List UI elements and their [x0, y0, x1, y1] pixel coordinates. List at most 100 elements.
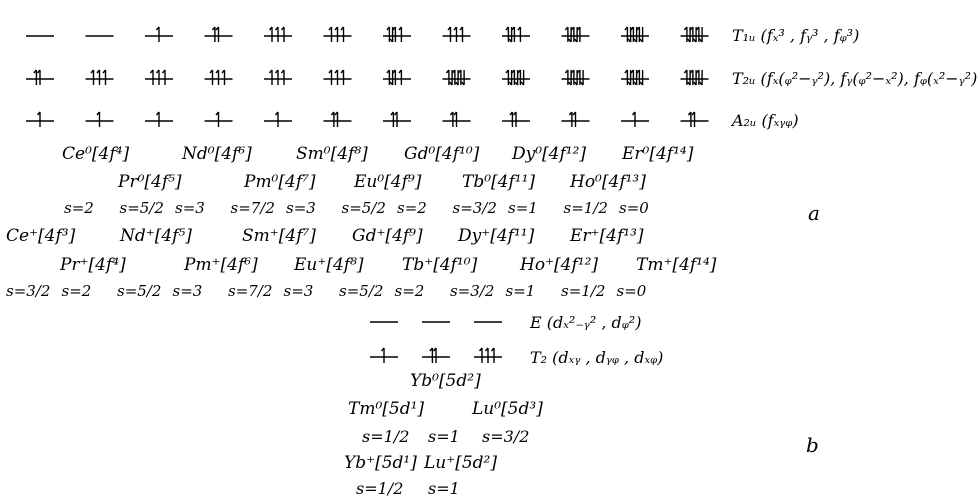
ion-config-ho: Ho⁺[4f¹²] [519, 255, 598, 275]
neutral-config-nd: Nd⁰[4f⁶] [181, 144, 252, 164]
t2-row-label: T₂ (dₓᵧ , dᵧᵩ , dₓᵩ) [530, 348, 663, 367]
neutral-config-pr: Pr⁰[4f⁵] [117, 172, 182, 192]
level-t1u-col-4 [204, 26, 233, 42]
level-a2u-col-4 [204, 111, 233, 127]
level-t1u-col-8 [442, 26, 471, 42]
level-a2u-col-7 [383, 111, 411, 127]
level-a2u-col-6 [323, 111, 352, 127]
neutral-config-eu: Eu⁰[4f⁹] [353, 172, 422, 192]
neutral-config-sm: Sm⁰[4f⁸] [296, 144, 368, 164]
neutral-config-gd: Gd⁰[4f¹⁰] [404, 144, 480, 164]
neutral-config-ho: Ho⁰[4f¹³] [569, 172, 646, 192]
b-config-lu-ion: Lu⁺[5d²] [423, 453, 497, 473]
level-t2-col-2 [422, 347, 450, 363]
ion-config-tb: Tb⁺[4f¹⁰] [402, 255, 478, 275]
neutral-spin-4: s=7/2 [231, 199, 275, 217]
neutral-config-tb: Tb⁰[4f¹¹] [462, 172, 535, 192]
level-t2-col-3 [474, 347, 502, 363]
level-t2u-col-11 [621, 69, 649, 86]
ion-spin-3: s=5/2 [117, 282, 161, 300]
level-t2u-col-10 [561, 69, 590, 86]
ion-spin-10: s=1 [506, 282, 536, 300]
level-t2u-col-2 [85, 69, 114, 85]
level-a2u-col-12 [680, 111, 709, 127]
level-t2u-col-12 [680, 69, 709, 86]
level-t2u-col-3 [145, 69, 173, 85]
ion-config-pm: Pm⁺[4f⁶] [183, 255, 258, 275]
neutral-spin-3: s=3 [175, 199, 205, 217]
level-a2u-col-5 [264, 111, 292, 127]
ion-config-gd: Gd⁺[4f⁹] [352, 226, 423, 246]
level-a2u-col-9 [502, 111, 530, 127]
b-config-lu0: Lu⁰[5d³] [471, 399, 543, 419]
a2u-row-label: A₂ᵤ (fₓᵧᵩ) [730, 111, 799, 130]
neutral-config-dy: Dy⁰[4f¹²] [511, 144, 586, 164]
ion-config-nd: Nd⁺[4f⁵] [119, 226, 192, 246]
b-spin-1: s=1/2 [362, 427, 409, 446]
level-t2u-col-9 [502, 69, 530, 86]
level-t1u-col-10 [561, 26, 590, 43]
t2u-row-label: T₂ᵤ (fₓ(ᵩ²−ᵧ²), fᵧ(ᵩ²−ₓ²), fᵩ(ₓ²−ᵧ²) [732, 69, 977, 88]
neutral-spin-11: s=0 [619, 199, 649, 217]
level-t2u-col-4 [204, 69, 233, 85]
level-t1u-col-3 [145, 26, 173, 42]
b-spin-2: s=1 [428, 427, 460, 446]
level-a2u-col-2 [85, 111, 114, 127]
ion-config-pr: Pr⁺[4f⁴] [59, 255, 126, 275]
level-a2u-col-11 [621, 111, 649, 127]
ion-spin-5: s=7/2 [228, 282, 272, 300]
panel-a-label: a [808, 201, 820, 225]
b-spin-ion-2: s=1 [428, 479, 460, 498]
neutral-config-pm: Pm⁰[4f⁷] [243, 172, 316, 192]
e-row-label: E (dₓ²₋ᵧ² , dᵩ²) [529, 313, 641, 332]
panel-a-orbital-levels [26, 26, 709, 127]
neutral-spin-10: s=1/2 [564, 199, 608, 217]
level-t1u-col-12 [680, 26, 709, 43]
b-panel-label: b [806, 433, 819, 457]
level-a2u-col-8 [442, 111, 471, 127]
ion-spin-4: s=3 [173, 282, 203, 300]
level-t2u-col-5 [264, 69, 292, 85]
ion-spin-7: s=5/2 [339, 282, 383, 300]
level-t2u-col-7 [383, 69, 411, 86]
level-t2u-col-6 [323, 69, 352, 85]
ion-spin-11: s=1/2 [561, 282, 605, 300]
neutral-spin-5: s=3 [286, 199, 316, 217]
t1u-row-label: T₁ᵤ (fₓ³ , fᵧ³ , fᵩ³) [732, 26, 859, 45]
level-t1u-col-11 [621, 26, 649, 43]
neutral-config-ce: Ce⁰[4f⁴] [62, 144, 129, 164]
level-t2u-col-1 [26, 69, 54, 85]
level-t1u-col-9 [502, 26, 530, 43]
neutral-spin-9: s=1 [508, 199, 538, 217]
b-spin-ion-1: s=1/2 [356, 479, 403, 498]
ion-spin-8: s=2 [395, 282, 425, 300]
b-spin-3: s=3/2 [482, 427, 529, 446]
neutral-config-er: Er⁰[4f¹⁴] [621, 144, 694, 164]
panel-b-orbital-levels [370, 321, 502, 363]
b-config-yb0: Yb⁰[5d²] [410, 371, 481, 391]
level-t2-col-1 [370, 347, 398, 363]
ion-spin-2: s=2 [62, 282, 92, 300]
b-config-yb-ion: Yb⁺[5d¹] [344, 453, 417, 473]
ion-spin-6: s=3 [284, 282, 314, 300]
b-config-tm0: Tm⁰[5d¹] [348, 399, 424, 419]
level-a2u-col-3 [145, 111, 173, 127]
ion-config-er: Er⁺[4f¹³] [569, 226, 644, 246]
neutral-spin-7: s=2 [397, 199, 427, 217]
ion-spin-1: s=3/2 [6, 282, 50, 300]
ion-spin-9: s=3/2 [450, 282, 494, 300]
level-t1u-col-7 [383, 26, 411, 43]
ion-config-sm: Sm⁺[4f⁷] [242, 226, 316, 246]
level-t2u-col-8 [442, 69, 471, 86]
level-a2u-col-10 [561, 111, 590, 127]
neutral-spin-2: s=5/2 [120, 199, 164, 217]
ion-spin-values: s=3/2 s=2 s=5/2 s=3 s=7/2 s=3 s=5/2 s=2 s=3/2 s=1… [6, 282, 647, 300]
ion-spin-12: s=0 [617, 282, 647, 300]
neutral-spin-1: s=2 [64, 199, 94, 217]
ion-config-dy: Dy⁺[4f¹¹] [457, 226, 535, 246]
level-t1u-col-6 [323, 26, 352, 42]
neutral-spin-8: s=3/2 [453, 199, 497, 217]
level-t1u-col-5 [264, 26, 292, 42]
neutral-spin-6: s=5/2 [342, 199, 386, 217]
